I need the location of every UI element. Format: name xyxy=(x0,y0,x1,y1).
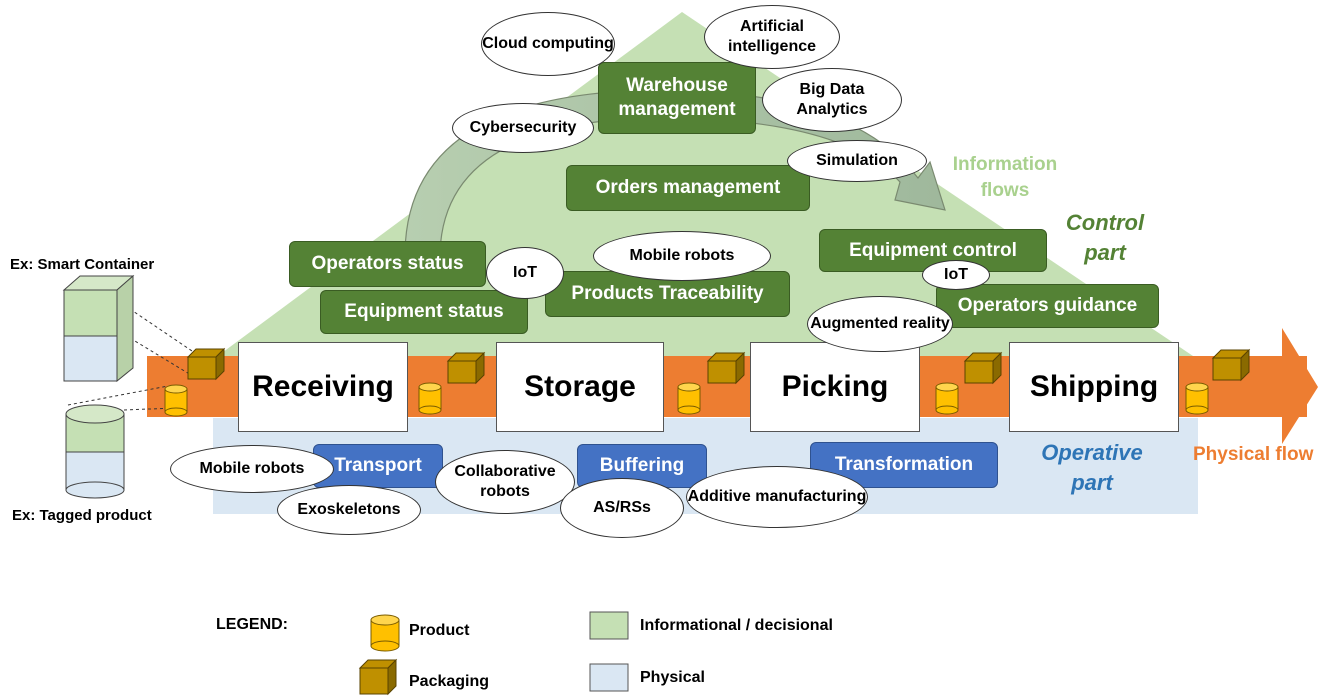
physical-flow-label: Physical flow xyxy=(1193,444,1314,465)
collaborative-robots-oval: Collaborative robots xyxy=(435,450,575,514)
stage-picking: Picking xyxy=(750,342,920,432)
stage-shipping: Shipping xyxy=(1009,342,1179,432)
mobile-robots-oval-bottom: Mobile robots xyxy=(170,445,334,493)
cybersecurity-oval: Cybersecurity xyxy=(452,103,594,153)
legend-product-icon xyxy=(370,614,400,652)
control-part-label: Control part xyxy=(1065,210,1145,265)
product-icons xyxy=(164,382,1209,417)
augmented-reality-oval: Augmented reality xyxy=(807,296,953,352)
equipment-status-box: Equipment status xyxy=(320,290,528,334)
tagged-product-label: Ex: Tagged product xyxy=(12,507,152,524)
warehouse-management-box: Warehouse management xyxy=(598,62,756,134)
connector xyxy=(124,334,197,379)
legend-title: LEGEND: xyxy=(216,616,288,633)
mobile-robots-oval-top: Mobile robots xyxy=(593,231,771,281)
physical-flow-arrowhead xyxy=(1282,328,1318,444)
cloud-computing-oval: Cloud computing xyxy=(481,12,615,76)
legend-informational-swatch xyxy=(589,611,629,640)
tagged-product-icon xyxy=(65,404,125,499)
exoskeletons-oval: Exoskeletons xyxy=(277,485,421,535)
packaging-icons xyxy=(186,347,1251,385)
legend-product-label: Product xyxy=(409,622,470,639)
legend-informational-label: Informational / decisional xyxy=(640,617,833,634)
legend-packaging-icon xyxy=(358,658,398,696)
additive-manufacturing-oval: Additive manufacturing xyxy=(686,466,868,528)
big-data-analytics-oval: Big Data Analytics xyxy=(762,68,902,132)
stage-storage: Storage xyxy=(496,342,664,432)
legend-packaging-label: Packaging xyxy=(409,673,490,690)
operators-guidance-box: Operators guidance xyxy=(936,284,1159,328)
connector xyxy=(67,385,169,406)
simulation-oval: Simulation xyxy=(787,140,927,182)
smart-container-icon xyxy=(62,274,135,383)
asrs-oval: AS/RSs xyxy=(560,478,684,538)
smart-container-label: Ex: Smart Container xyxy=(10,256,155,273)
legend-physical-label: Physical xyxy=(640,669,705,686)
iot-oval-right: IoT xyxy=(922,260,990,290)
transport-box: Transport xyxy=(313,444,443,488)
stage-receiving: Receiving xyxy=(238,342,408,432)
operators-status-box: Operators status xyxy=(289,241,486,287)
iot-oval-left: IoT xyxy=(486,247,564,299)
artificial-intelligence-oval: Artificial intelligence xyxy=(704,5,840,69)
legend-physical-swatch xyxy=(589,663,629,692)
products-traceability-box: Products Traceability xyxy=(545,271,790,317)
operative-part-label: Operative part xyxy=(1041,440,1143,495)
transformation-box: Transformation xyxy=(810,442,998,488)
orders-management-box: Orders management xyxy=(566,165,810,211)
information-flows-label: Information flows xyxy=(952,154,1058,201)
